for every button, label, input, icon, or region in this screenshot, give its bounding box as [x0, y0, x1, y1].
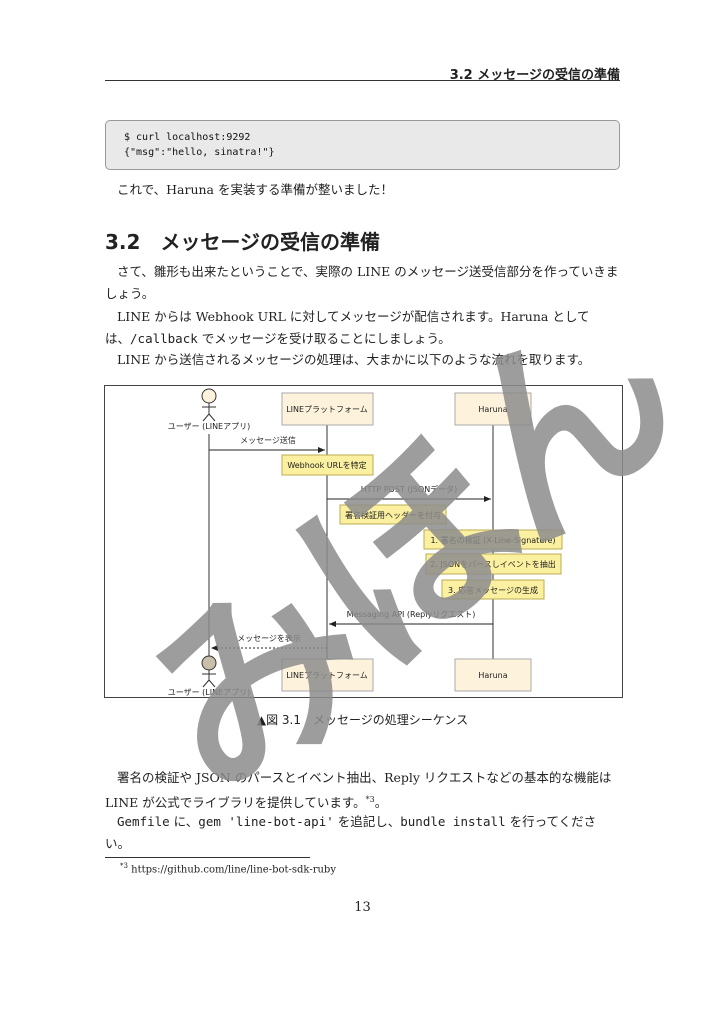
note-label: 署名検証用ヘッダーを付与 — [345, 510, 441, 520]
note-step1 — [423, 529, 563, 550]
page-number: 13 — [354, 900, 371, 915]
participant-label: LINEプラットフォーム — [286, 671, 368, 680]
user-actor-icon — [201, 388, 217, 422]
paragraph-3: LINE から送信されるメッセージの処理は、大まかに以下のような流れを取ります。 — [117, 352, 591, 367]
participant-haruna-box — [454, 658, 532, 692]
text: 。 — [374, 795, 388, 811]
footnote-rule — [105, 857, 310, 858]
code-line: {"msg":"hello, sinatra!"} — [124, 147, 275, 158]
header-rule — [105, 80, 620, 81]
section-heading: 3.2 メッセージの受信の準備 — [105, 226, 380, 255]
inline-code: Gemfile — [117, 814, 170, 829]
note-header — [339, 504, 447, 525]
code-line: $ curl localhost:9292 — [124, 132, 251, 143]
note-label: 2. JSONをパースしイベントを抽出 — [430, 559, 556, 569]
actor-label: ユーザー (LINEアプリ) — [168, 422, 250, 431]
paragraph-2: LINE からは Webhook URL に対してメッセージが配信されます。Ha… — [105, 306, 620, 350]
note-step3 — [441, 579, 545, 600]
user-actor-icon — [201, 655, 217, 688]
note-webhook — [281, 454, 374, 476]
participant-label: Haruna — [478, 671, 507, 680]
message-label: HTTP POST (JSONデータ) — [361, 484, 458, 494]
inline-code: gem 'line-bot-api' — [198, 814, 334, 829]
footnote: *3 https://github.com/line/line-bot-sdk-… — [120, 862, 336, 875]
figure-caption: ▲図 3.1 メッセージの処理シーケンス — [256, 713, 469, 727]
paragraph-1: さて、雛形も出来たということで、実際の LINE のメッセージ送受信部分を作って… — [105, 264, 619, 301]
text: LINE からは Webhook URL に対してメッセージが配信されます。Ha… — [105, 309, 590, 346]
note-label: Webhook URLを特定 — [287, 460, 366, 470]
text: を追記し、 — [333, 814, 401, 829]
message-label: Messaging API (Replyリクエスト) — [347, 610, 476, 619]
participant-line-box — [281, 392, 374, 426]
message-label: メッセージ送信 — [240, 435, 296, 445]
message-label: メッセージを表示 — [237, 633, 301, 643]
section-number: 3.2 — [105, 230, 141, 254]
paragraph-5: Gemfile に、gem 'line-bot-api' を追記し、bundle… — [105, 811, 620, 855]
paragraph-4: 署名の検証や JSON のパースとイベント抽出、Reply リクエストなどの基本… — [105, 767, 620, 814]
participant-label: LINEプラットフォーム — [286, 405, 368, 414]
participant-label: Haruna — [478, 405, 507, 414]
participant-haruna-box — [454, 392, 532, 426]
footnote-ref[interactable]: *3 — [365, 795, 375, 804]
participant-line-box — [281, 658, 374, 692]
intro-paragraph: これで、Haruna を実装する準備が整いました！ — [117, 182, 393, 197]
sequence-diagram: ユーザー (LINEアプリ) ユーザー (LINEアプリ) LINEプラットフォ… — [104, 385, 623, 698]
actor-label: ユーザー (LINEアプリ) — [168, 688, 250, 697]
footnote-mark: *3 — [120, 862, 128, 870]
note-step2 — [425, 553, 562, 575]
inline-code: /callback — [130, 331, 198, 346]
footnote-url[interactable]: https://github.com/line/line-bot-sdk-rub… — [131, 864, 336, 876]
inline-code: bundle install — [400, 814, 506, 829]
text: でメッセージを受け取ることにしましょう。 — [197, 331, 451, 346]
section-title: メッセージの受信の準備 — [160, 230, 381, 254]
text: を行ってください。 — [105, 814, 597, 851]
note-label: 3. 応答メッセージの生成 — [448, 585, 538, 595]
text: に、 — [169, 814, 199, 829]
code-block: $ curl localhost:9292 {"msg":"hello, sin… — [105, 120, 620, 170]
running-header: 3.2 メッセージの受信の準備 — [449, 68, 620, 83]
note-label: 1. 署名の検証 (X-Line-Signature) — [430, 535, 555, 545]
text: 署名の検証や JSON のパースとイベント抽出、Reply リクエストなどの基本… — [105, 770, 612, 811]
